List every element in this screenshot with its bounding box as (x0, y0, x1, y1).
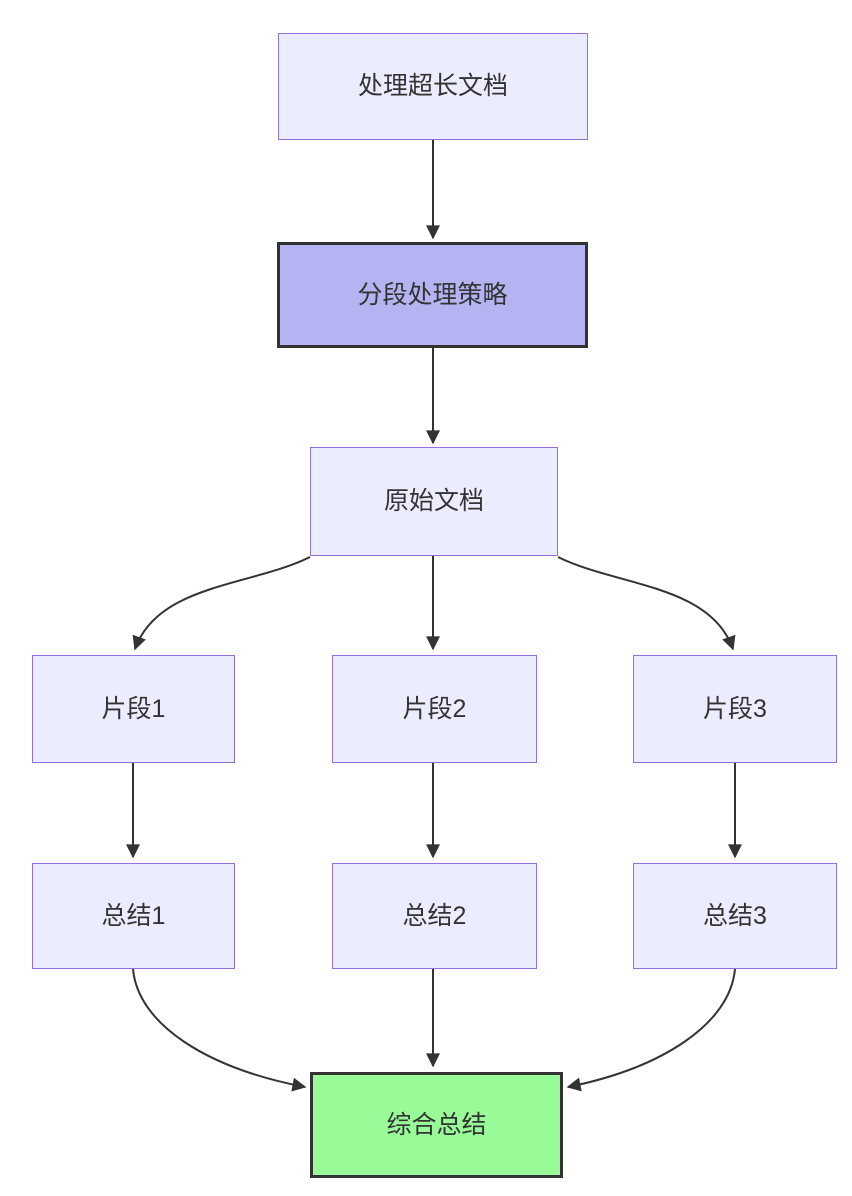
node-fragment-1-label: 片段1 (101, 694, 166, 723)
node-fragment-1: 片段1 (32, 655, 235, 763)
edge-g-j (132, 968, 307, 1092)
node-original-doc-label: 原始文档 (383, 487, 484, 516)
node-original-doc: 原始文档 (310, 447, 558, 556)
node-final-summary-label: 综合总结 (386, 1110, 487, 1139)
node-process-long-doc: 处理超长文档 (278, 33, 588, 140)
node-summary-1: 总结1 (32, 863, 235, 969)
node-segment-strategy: 分段处理策略 (277, 242, 588, 348)
node-summary-1-label: 总结1 (101, 901, 166, 930)
node-fragment-3-label: 片段3 (703, 694, 767, 723)
edge-i-j (566, 968, 736, 1092)
edge-c-f (557, 556, 736, 651)
node-summary-2: 总结2 (332, 863, 537, 969)
node-summary-2-label: 总结2 (402, 901, 467, 930)
node-fragment-3: 片段3 (633, 655, 837, 763)
node-summary-3-label: 总结3 (703, 901, 767, 930)
node-final-summary: 综合总结 (310, 1072, 563, 1178)
node-process-long-doc-label: 处理超长文档 (357, 72, 508, 101)
edge-c-d (132, 556, 311, 651)
node-segment-strategy-label: 分段处理策略 (357, 280, 508, 309)
node-fragment-2-label: 片段2 (402, 694, 467, 723)
node-summary-3: 总结3 (633, 863, 837, 969)
node-fragment-2: 片段2 (332, 655, 537, 763)
